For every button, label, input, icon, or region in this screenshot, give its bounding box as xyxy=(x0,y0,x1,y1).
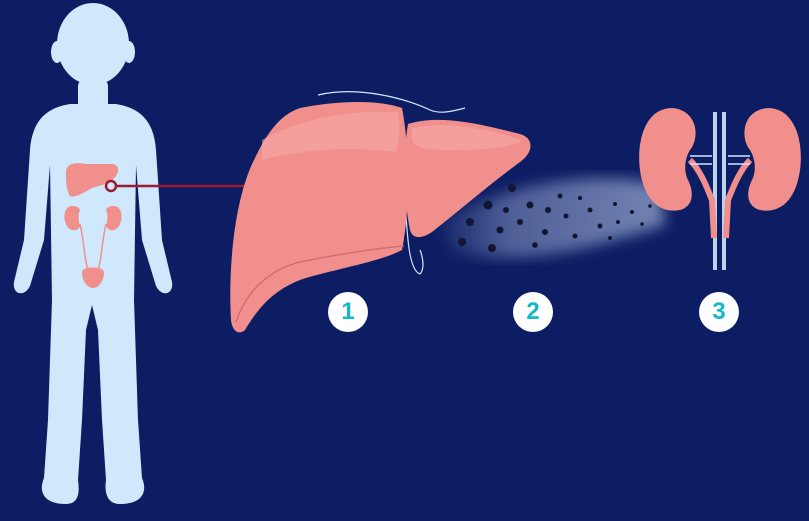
step-3-badge: 3 xyxy=(699,292,739,332)
step-2-badge: 2 xyxy=(513,292,553,332)
kidneys-icon xyxy=(639,108,801,270)
step-1-badge: 1 xyxy=(328,292,368,332)
child-silhouette-icon xyxy=(14,3,172,504)
